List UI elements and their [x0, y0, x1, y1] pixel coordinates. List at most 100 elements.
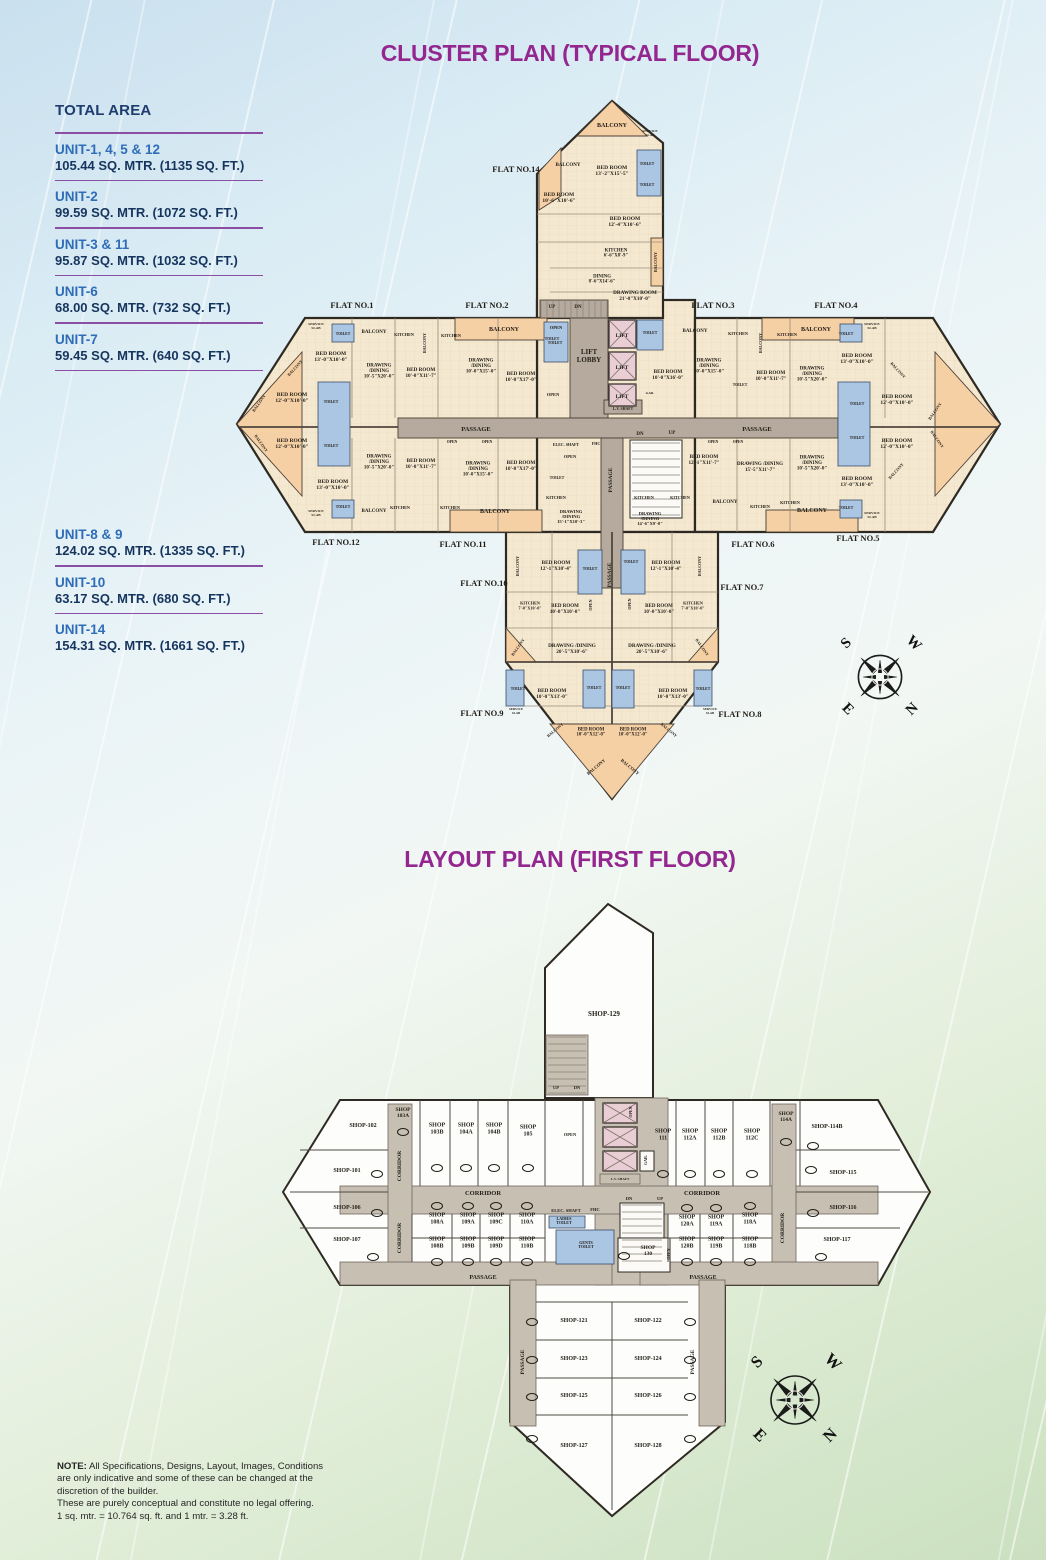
unit-area-value: 59.45 SQ. MTR. (640 SQ. FT.)	[55, 347, 231, 363]
room-label: BALCONY	[515, 556, 520, 576]
shop-number-oval	[431, 1202, 443, 1210]
shop-number-oval	[367, 1253, 379, 1261]
room-label: TOILET	[336, 505, 351, 509]
shop-number-oval	[807, 1209, 819, 1217]
toilet	[331, 323, 355, 343]
room-label: TOILET	[624, 560, 639, 564]
room-label: BALCONY	[697, 556, 702, 576]
corridor	[339, 1185, 879, 1215]
room-label: BALCONY	[361, 330, 386, 335]
room-label: CORRIDOR	[780, 1212, 786, 1244]
toilet	[331, 499, 355, 519]
room-label: LIFT	[616, 333, 629, 339]
balcony	[538, 146, 562, 211]
separator	[55, 132, 263, 134]
room-label: LIFT	[616, 365, 629, 371]
room-label: ELEC. SHAFT	[553, 442, 580, 447]
shop-number-oval	[397, 1128, 409, 1136]
shop-label: SHOP-129	[588, 1010, 620, 1018]
room-label: TOILET	[640, 162, 655, 166]
room-label: KITCHEN	[777, 332, 797, 337]
room-label: OPEN	[482, 440, 493, 444]
room-label: UP	[549, 305, 556, 310]
compass-point	[797, 1402, 817, 1422]
disclaimer-note: NOTE: All Specifications, Designs, Layou…	[57, 1461, 333, 1523]
shop-label: SHOP-121	[560, 1318, 587, 1324]
flat-label: FLAT NO.3	[691, 300, 734, 310]
compass-point	[773, 1378, 793, 1398]
flat-label: FLAT NO.11	[440, 539, 487, 549]
separator	[55, 227, 263, 229]
shop-label: SHOP-107	[333, 1237, 360, 1243]
compass-ring	[770, 1375, 820, 1425]
corridor	[771, 1103, 797, 1283]
room-label: TOILET	[839, 332, 854, 336]
room-label: BALCONY	[653, 252, 658, 272]
shop-number-oval	[371, 1209, 383, 1217]
compass-letter-s: S	[747, 1352, 767, 1372]
room-label: KITCHEN	[546, 495, 566, 500]
balcony	[765, 509, 859, 533]
unit-area-value: 124.02 SQ. MTR. (1335 SQ. FT.)	[55, 543, 246, 558]
cluster-plan-title: CLUSTER PLAN (TYPICAL FLOOR)	[380, 40, 760, 66]
unit-area-value: 105.44 SQ. MTR. (1135 SQ. FT.)	[55, 157, 245, 173]
shop-number-oval	[618, 1252, 630, 1260]
passage	[509, 1279, 537, 1427]
toilet	[577, 549, 603, 595]
compass-point	[877, 660, 883, 673]
compass-point	[877, 681, 883, 694]
shop-number-oval	[431, 1258, 443, 1266]
room-label: CORRIDOR	[397, 1150, 403, 1182]
room-label: ELEC. SHAFT	[551, 1208, 581, 1213]
room-label: BALCONY	[422, 333, 427, 353]
compass-point	[799, 1397, 814, 1403]
unit-name: UNIT-8 & 9	[55, 527, 123, 542]
compass-letter-w: W	[903, 632, 925, 654]
room-label: BALCONY	[712, 500, 737, 505]
cluster-plan	[235, 99, 1002, 801]
balcony	[449, 509, 543, 533]
shop-number-oval	[746, 1170, 758, 1178]
room-label: CORRIDOR	[397, 1222, 403, 1254]
separator	[55, 565, 263, 567]
room-label: TOILET	[548, 341, 563, 345]
flat-label: FLAT NO.4	[814, 300, 858, 310]
flat-label: FLAT NO.12	[312, 537, 359, 547]
compass-letter-w: W	[821, 1349, 846, 1374]
corridor	[387, 1103, 413, 1283]
toilet	[620, 549, 646, 595]
stair-treads	[540, 301, 608, 317]
room-label: OPEN	[550, 325, 563, 330]
